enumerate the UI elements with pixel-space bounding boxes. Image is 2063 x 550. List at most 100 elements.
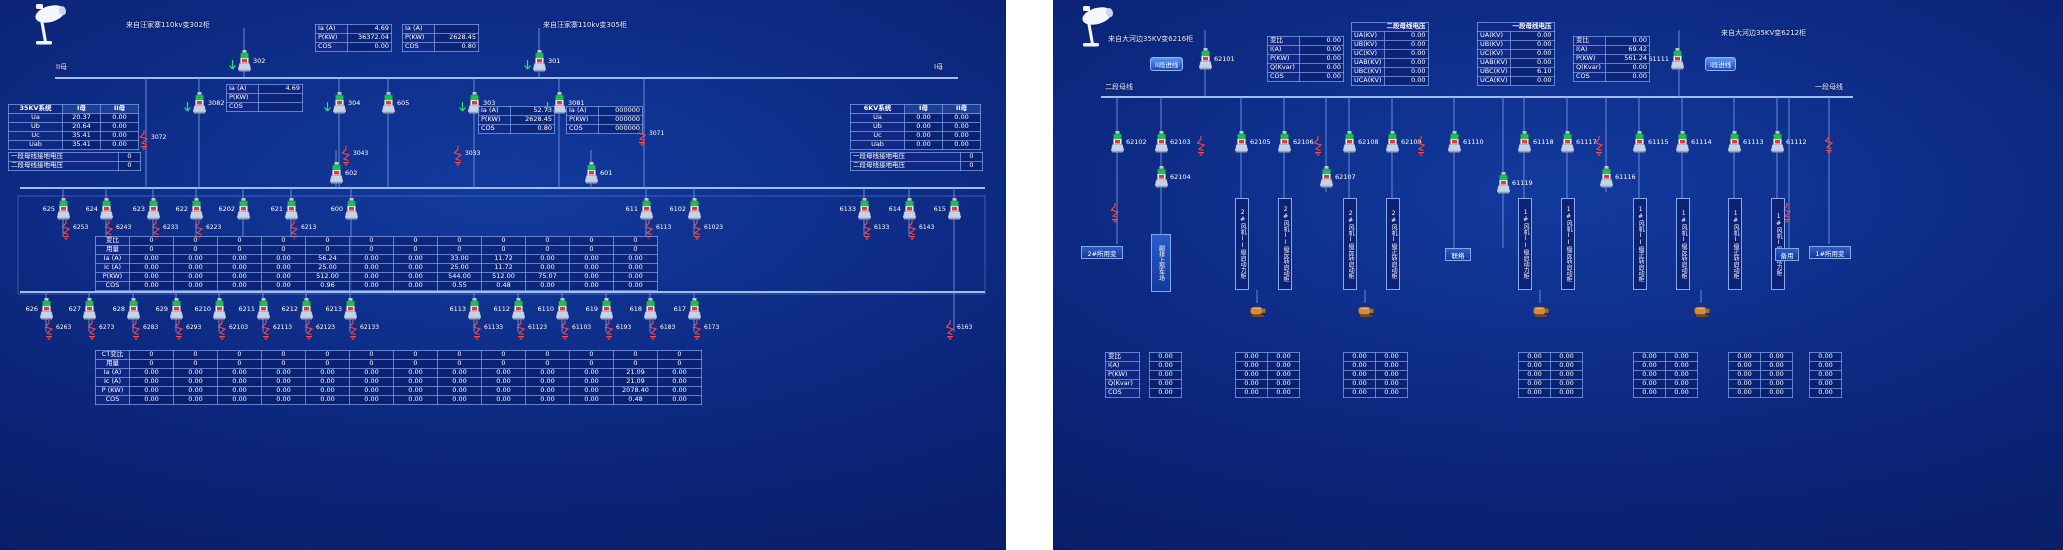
breaker[interactable]: 600 [331,198,359,220]
disconnect-switch[interactable]: 6293 [173,320,201,344]
breaker[interactable]: 62105 [1234,131,1271,153]
ptz-camera-icon[interactable] [26,2,84,52]
motor-icon[interactable] [1532,303,1550,322]
breaker[interactable]: 62104 [1154,166,1191,188]
disconnect-switch[interactable]: 6183 [647,320,675,344]
disconnect-switch[interactable]: 6143 [906,220,934,244]
motor-icon[interactable] [1357,303,1375,322]
breaker[interactable]: 62101 [1198,48,1235,70]
disconnect-switch[interactable]: 6253 [60,220,88,244]
breaker[interactable]: 61110 [1447,131,1484,153]
disconnect-switch[interactable]: 6163 [944,320,972,344]
ptz-camera-icon[interactable] [1073,4,1131,54]
disconnect-switch[interactable]: 6133 [861,220,889,244]
disconnect-switch[interactable] [1415,136,1427,160]
breaker[interactable]: 6113 [449,298,482,320]
fan-starter-cabinet[interactable]: 2#风机I级正转启动柜 [1386,198,1400,290]
breaker[interactable]: 601 [584,162,612,184]
breaker[interactable]: 627 [69,298,97,320]
breaker[interactable]: 61118 [1517,131,1554,153]
breaker[interactable]: 62107 [1319,166,1356,188]
breaker[interactable]: 622 [176,198,204,220]
breaker[interactable]: 303 [467,92,495,114]
fan-starter-cabinet[interactable]: 1#风机II级启动力柜 [1518,198,1532,290]
breaker[interactable]: 617 [674,298,702,320]
fan-starter-cabinet[interactable]: 1#风机II级反转启动柜 [1561,198,1575,290]
breaker[interactable]: 61114 [1675,131,1712,153]
disconnect-switch[interactable]: 6273 [86,320,114,344]
breaker[interactable]: 6110 [537,298,570,320]
breaker[interactable]: 6210 [194,298,227,320]
breaker[interactable]: 628 [113,298,141,320]
breaker[interactable]: 61119 [1496,172,1533,194]
breaker[interactable]: 61116 [1599,166,1636,188]
fan-starter-cabinet[interactable]: 1#风机I级反转启动柜 [1676,198,1690,290]
disconnect-switch[interactable]: 6263 [43,320,71,344]
breaker[interactable]: 6202 [218,198,251,220]
fan-starter-cabinet[interactable]: 1#风机I级正转启动柜 [1728,198,1742,290]
breaker[interactable]: 611 [626,198,654,220]
breaker[interactable]: 62103 [1154,131,1191,153]
breaker[interactable]: 602 [329,162,357,184]
disconnect-switch[interactable]: 3033 [452,146,480,170]
breaker[interactable]: 62109 [1385,131,1422,153]
breaker[interactable]: 61111 [1648,48,1685,70]
disconnect-switch[interactable]: 61133 [471,320,503,344]
disconnect-switch[interactable] [1195,136,1207,160]
disconnect-switch[interactable] [1593,136,1605,160]
disconnect-switch[interactable]: 3043 [340,146,368,170]
breaker[interactable]: 61117 [1560,131,1597,153]
disconnect-switch[interactable]: 3072 [138,130,166,154]
breaker[interactable]: 605 [381,92,409,114]
breaker[interactable]: 302 [237,50,265,72]
bay-box[interactable]: 2#所用变 [1081,246,1123,259]
breaker[interactable]: 618 [630,298,658,320]
disconnect-switch[interactable]: 62103 [216,320,248,344]
disconnect-switch[interactable] [1823,134,1835,158]
breaker[interactable]: 62106 [1277,131,1314,153]
disconnect-switch[interactable]: 62133 [347,320,379,344]
breaker[interactable]: 623 [133,198,161,220]
breaker[interactable]: 62108 [1342,131,1379,153]
motor-icon[interactable] [1249,303,1267,322]
disconnect-switch[interactable] [1781,203,1793,227]
breaker[interactable]: 62102 [1110,131,1147,153]
disconnect-switch[interactable]: 61023 [691,220,723,244]
breaker[interactable]: 301 [532,50,560,72]
fan-starter-cabinet[interactable]: 1#风机II级正转启动柜 [1633,198,1647,290]
disconnect-switch[interactable]: 62113 [260,320,292,344]
disconnect-switch[interactable]: 62123 [303,320,335,344]
bay-box[interactable]: 副排上部车场 [1151,234,1171,292]
disconnect-switch[interactable]: 61103 [559,320,591,344]
breaker[interactable]: 6211 [238,298,271,320]
bay-box[interactable]: 1#所用变 [1809,246,1851,259]
fan-starter-cabinet[interactable]: 2#风机II级反转启动柜 [1278,198,1292,290]
breaker[interactable]: 629 [156,298,184,320]
breaker[interactable]: 6213 [325,298,358,320]
fan-starter-cabinet[interactable]: 2#风机I级反转启动柜 [1343,198,1357,290]
breaker[interactable]: 61112 [1770,131,1807,153]
disconnect-switch[interactable] [1109,203,1121,227]
breaker[interactable]: 6102 [669,198,702,220]
breaker[interactable]: 6112 [493,298,526,320]
breaker[interactable]: 304 [332,92,360,114]
incoming-line-button[interactable]: I段进线 [1705,57,1737,71]
incoming-line-button[interactable]: II段进线 [1150,57,1184,71]
breaker[interactable]: 61113 [1727,131,1764,153]
breaker[interactable]: 614 [889,198,917,220]
breaker[interactable]: 626 [26,298,54,320]
breaker[interactable]: 3082 [192,92,225,114]
disconnect-switch[interactable]: 6283 [130,320,158,344]
bay-box[interactable]: 备用 [1775,248,1799,261]
breaker[interactable]: 61115 [1632,131,1669,153]
bay-box[interactable]: 联络 [1445,248,1471,261]
disconnect-switch[interactable] [1312,136,1324,160]
breaker[interactable]: 624 [86,198,114,220]
disconnect-switch[interactable]: 61123 [515,320,547,344]
breaker[interactable]: 621 [271,198,299,220]
breaker[interactable]: 6133 [839,198,872,220]
breaker[interactable]: 615 [934,198,962,220]
disconnect-switch[interactable]: 6173 [691,320,719,344]
fan-starter-cabinet[interactable]: 1#风机I级启动力柜 [1771,198,1785,290]
motor-icon[interactable] [1693,303,1711,322]
